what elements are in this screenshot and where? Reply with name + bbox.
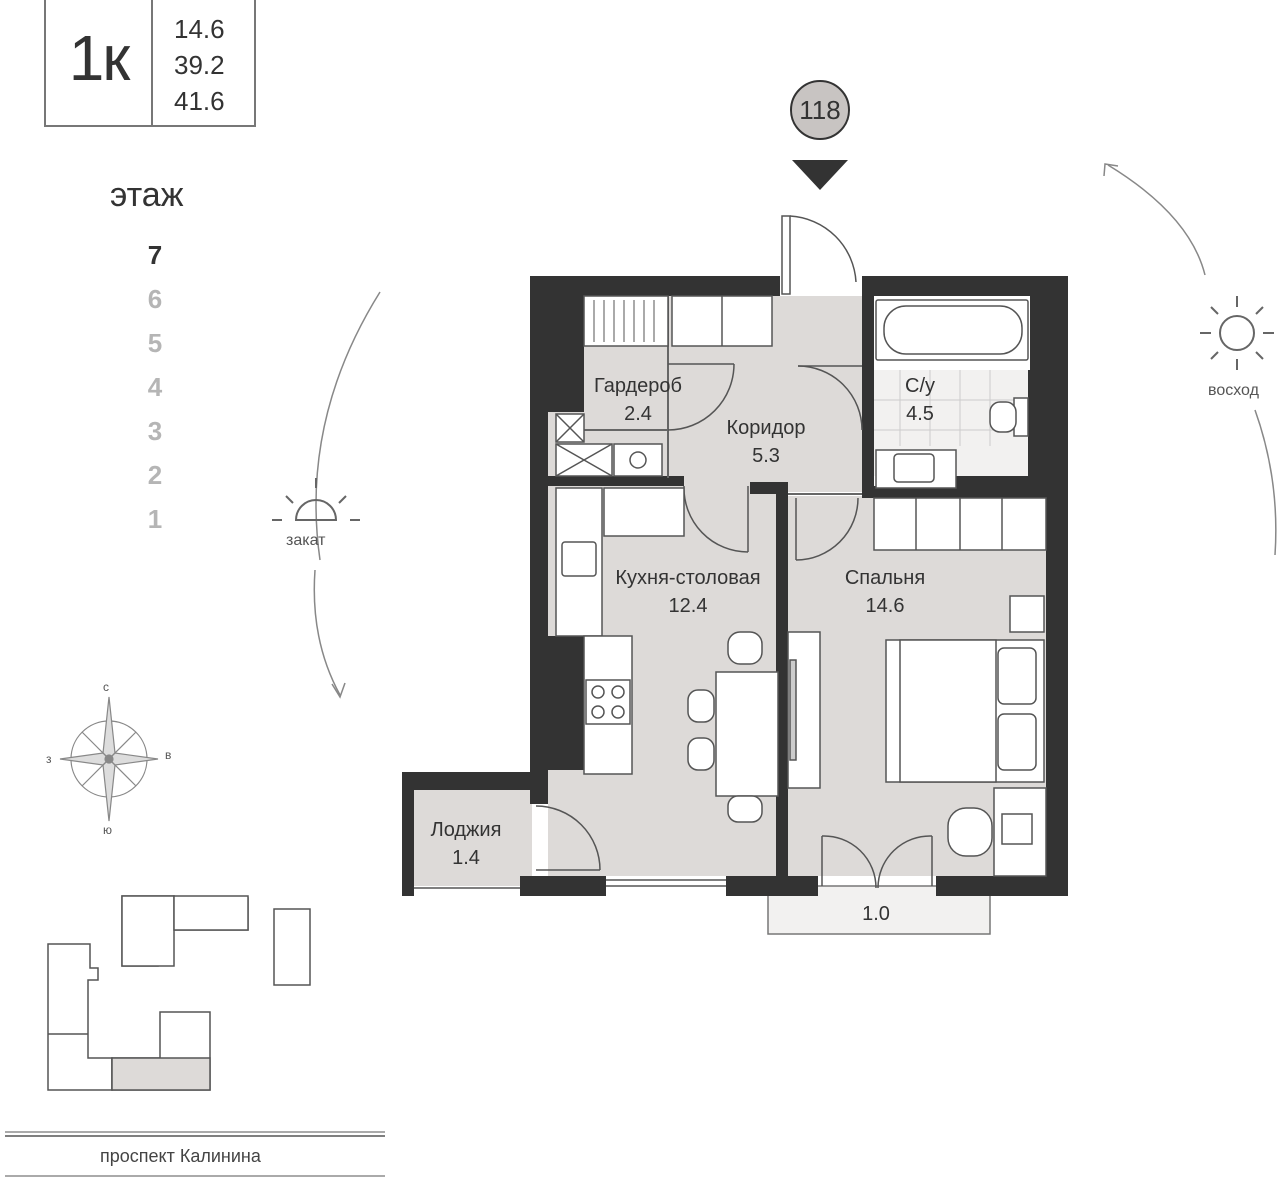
pillow (997, 647, 1037, 705)
room-name: Лоджия (430, 819, 502, 841)
living-area: 14.6 (174, 14, 225, 44)
compass-rose-icon (59, 696, 159, 822)
floor-item-5[interactable]: 5 (147, 328, 163, 358)
floor-item-6[interactable]: 6 (147, 284, 163, 314)
compass-north-label: с (103, 680, 109, 694)
room-label-loggia: Лоджия 1.4 (416, 816, 516, 872)
room-name: Коридор (726, 417, 806, 439)
kitchen-counter-side (603, 487, 685, 537)
sunset-label: закат (286, 532, 326, 549)
stove-icon (585, 679, 631, 725)
chair (727, 631, 763, 665)
furniture (555, 295, 1047, 877)
apartment-type-box: 1к 14.6 39.2 41.6 (44, 0, 256, 127)
floor-item-1[interactable]: 1 (147, 504, 163, 534)
nightstand (1009, 595, 1045, 633)
pillow (997, 713, 1037, 771)
sunrise-icon (1200, 296, 1274, 370)
site-plan (47, 895, 311, 1091)
desk-chair (947, 807, 993, 857)
apartment-number-badge: 118 (790, 80, 850, 140)
sunset-arc (315, 291, 381, 561)
room-label-bathroom: С/у 4.5 (880, 372, 960, 428)
compass-south-label: ю (103, 823, 112, 837)
floor-item-3[interactable]: 3 (147, 416, 163, 446)
dining-table (715, 671, 779, 797)
floor-item-7[interactable]: 7 (147, 240, 163, 270)
room-area: 1.4 (452, 847, 480, 869)
room-name: Гардероб (594, 375, 682, 397)
loggia-floor (412, 790, 532, 886)
room-name: Спальня (844, 567, 926, 589)
floor-item-2[interactable]: 2 (147, 460, 163, 490)
sunrise-arc-lower (1254, 409, 1277, 556)
type-box-divider (151, 0, 153, 125)
kitchen-sink-icon (561, 541, 597, 577)
apartment-type-label: 1к (68, 22, 131, 94)
doors (414, 215, 933, 889)
toilet-bowl (989, 401, 1017, 433)
total-area: 39.2 (174, 50, 225, 80)
walls (402, 276, 1068, 896)
desk-monitor (1001, 813, 1033, 845)
room-name: С/у (905, 375, 935, 397)
room-area: 5.3 (752, 445, 780, 467)
bed-blanket (899, 639, 997, 783)
sunrise-label: восход (1208, 382, 1259, 399)
wardrobe-hangers (593, 300, 655, 342)
floor-item-4[interactable]: 4 (147, 372, 163, 402)
room-area: 12.4 (668, 595, 708, 617)
bathroom-tiles (870, 370, 1030, 446)
chair (687, 737, 715, 771)
entrance-arrow-icon (792, 160, 848, 190)
room-label-corridor: Коридор 5.3 (706, 414, 826, 470)
bathroom-sink-icon (893, 453, 935, 483)
chair (727, 795, 763, 823)
bathtub-inner (883, 305, 1023, 355)
wardrobe-shelf (583, 295, 669, 347)
chair (687, 689, 715, 723)
sunset-icon (272, 478, 360, 521)
sunset-arc-lower (313, 569, 341, 696)
sunset-arrow-icon (331, 682, 346, 699)
room-label-wardrobe: Гардероб 2.4 (578, 372, 698, 428)
sunrise-arrow-icon (1103, 163, 1119, 177)
room-name: Кухня-столовая (615, 567, 761, 589)
room-label-kitchen: Кухня-столовая 12.4 (598, 564, 778, 620)
compass-east-label: в (165, 748, 172, 762)
floor-selector-title: этаж (110, 176, 184, 214)
room-label-bedroom: Спальня 14.6 (820, 564, 950, 620)
tv-icon (789, 659, 797, 761)
sunrise-arc (1107, 164, 1206, 276)
room-area: 2.4 (624, 403, 652, 425)
room-label-balcony: 1.0 (862, 903, 890, 925)
room-area: 4.5 (906, 403, 934, 425)
total-area-with-balcony: 41.6 (174, 86, 225, 116)
room-area: 14.6 (865, 595, 905, 617)
compass-west-label: з (46, 752, 52, 766)
boiler-fan-icon (629, 451, 647, 469)
street-label: проспект Калинина (100, 1146, 261, 1166)
